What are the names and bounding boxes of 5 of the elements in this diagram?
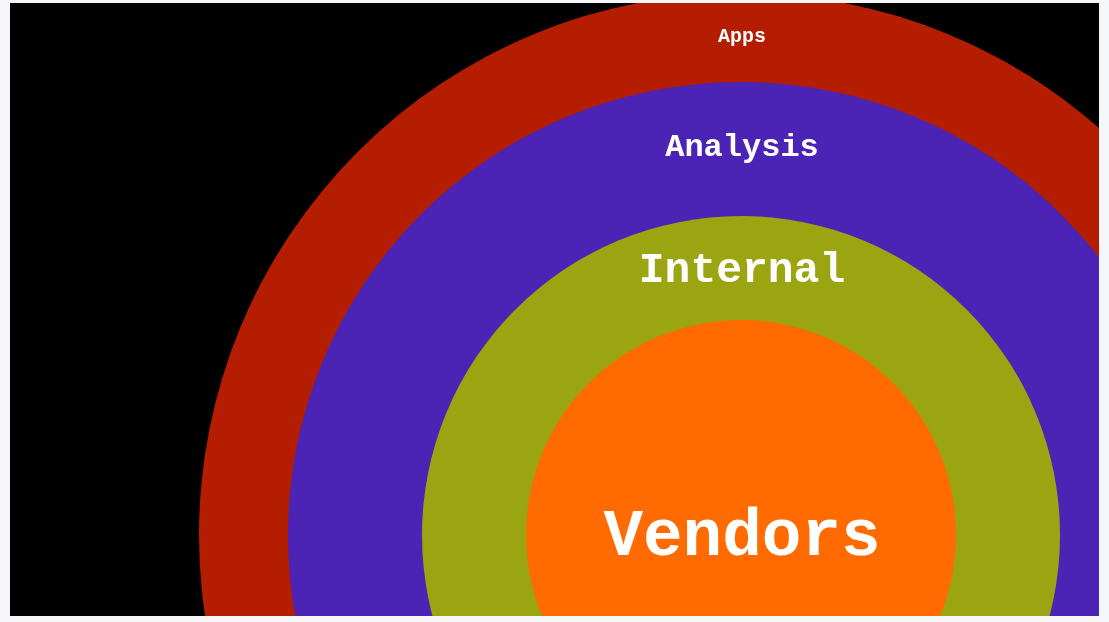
ring-label: Internal	[638, 248, 846, 292]
ring-label: Vendors	[603, 505, 881, 571]
ring-label: Apps	[718, 27, 766, 47]
ring-label: Analysis	[665, 132, 819, 164]
ring-band	[199, 3, 1099, 616]
